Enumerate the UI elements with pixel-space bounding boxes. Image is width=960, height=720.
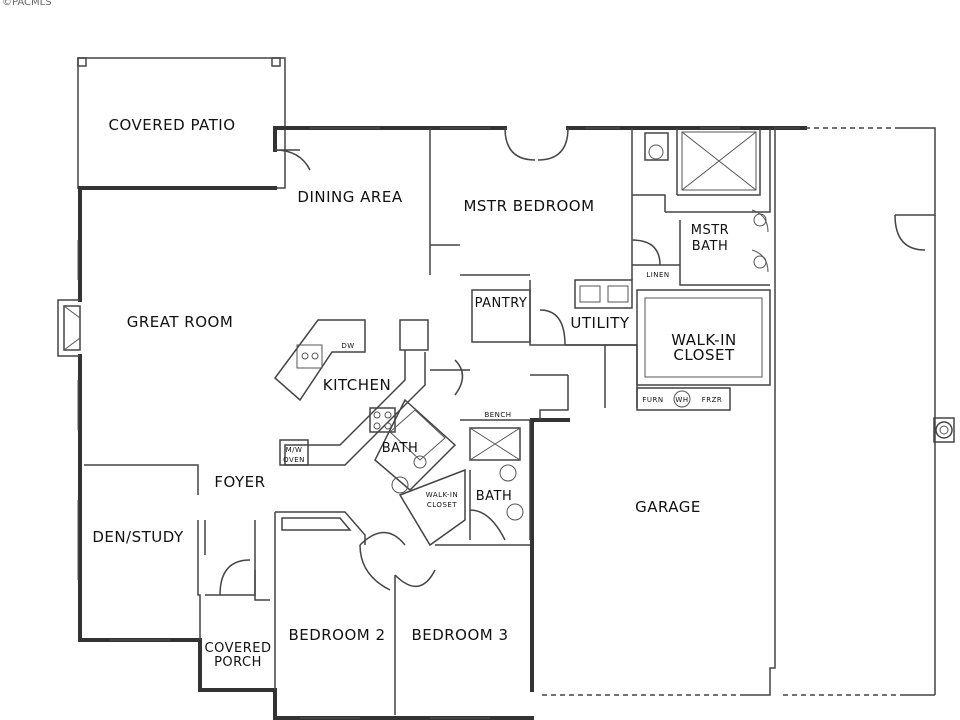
watermark: ©PACMLS	[2, 0, 52, 8]
label-walkin-closet-2: CLOSET	[673, 346, 735, 364]
label-great-room: GREAT ROOM	[127, 313, 234, 331]
fireplace	[57, 299, 81, 357]
label-mw-oven-1: M/W	[286, 446, 303, 454]
label-dining-area: DINING AREA	[297, 188, 402, 206]
room-labels: COVERED PATIO DINING AREA MSTR BEDROOM M…	[92, 116, 736, 670]
label-utility: UTILITY	[570, 314, 630, 332]
label-mstr-bedroom: MSTR BEDROOM	[463, 197, 594, 215]
label-walkin-small-2: CLOSET	[427, 501, 457, 509]
label-pantry: PANTRY	[475, 296, 528, 311]
label-den-study: DEN/STUDY	[92, 528, 184, 546]
label-walkin-small-1: WALK-IN	[426, 491, 458, 499]
label-frzr: FRZR	[702, 396, 723, 404]
label-kitchen: KITCHEN	[323, 376, 392, 394]
label-covered-porch-2: PORCH	[214, 655, 262, 670]
label-furn: FURN	[642, 396, 663, 404]
windows	[77, 127, 740, 719]
label-covered-patio: COVERED PATIO	[108, 116, 235, 134]
garage-walls	[540, 127, 955, 696]
hall-bath-fixtures	[359, 398, 524, 591]
label-bench: BENCH	[484, 411, 511, 419]
label-bedroom-3: BEDROOM 3	[411, 626, 508, 644]
front-rooms	[84, 464, 530, 715]
label-mstr-bath-1: MSTR	[691, 223, 729, 238]
label-garage: GARAGE	[635, 498, 701, 516]
label-covered-porch-1: COVERED	[205, 641, 272, 656]
label-mw-oven-2: OVEN	[283, 456, 305, 464]
label-linen: LINEN	[646, 271, 669, 279]
covered-patio-outline	[77, 57, 286, 189]
label-bath-right: BATH	[476, 489, 513, 504]
interior-walls	[274, 127, 771, 541]
kitchen-fixtures	[273, 319, 470, 466]
label-dw: DW	[341, 342, 354, 350]
label-bath-center: BATH	[382, 441, 419, 456]
label-bedroom-2: BEDROOM 2	[288, 626, 385, 644]
label-foyer: FOYER	[214, 473, 265, 491]
label-walkin-closet-1: WALK-IN	[671, 331, 736, 349]
label-mstr-bath-2: BATH	[692, 239, 729, 254]
label-wh: WH	[675, 396, 688, 404]
